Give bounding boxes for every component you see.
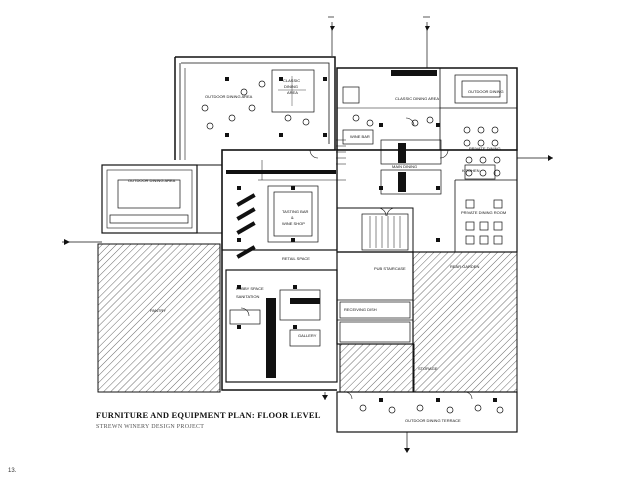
label-classic-dining: CLASSIC DINING AREA (395, 96, 439, 101)
building-outline (101, 56, 518, 433)
label-kitchen: KITCHEN (462, 168, 480, 173)
room-labels: OUTDOOR DINING AREA OUTDOOR DINING AREA … (128, 78, 506, 423)
label-cl-a: CLASSIC (283, 78, 300, 83)
drawing-subtitle: STREWN WINERY DESIGN PROJECT (96, 424, 205, 430)
label-wine-bar: WINE BAR (350, 134, 370, 139)
label-main-dining: MAIN DINING (392, 164, 417, 169)
label-outdoor-dining-right: OUTDOOR DINING (468, 89, 504, 94)
column-markers (225, 77, 497, 402)
label-lobby-space: LOBBY SPACE (236, 286, 264, 291)
doors (240, 117, 473, 400)
hatched-zone-right (412, 251, 518, 393)
label-tasting-a: TASTING BAR (282, 209, 308, 214)
label-rear-garden: REAR GARDEN (450, 264, 479, 269)
label-cl-b: DINING (284, 84, 298, 89)
label-retail-space: RETAIL SPACE (282, 256, 310, 261)
label-outdoor-dining-top: OUTDOOR DINING AREA (205, 94, 253, 99)
label-storage: STORAGE (418, 366, 438, 371)
label-outdoor-terrace: OUTDOOR DINING TERRACE (405, 418, 461, 423)
label-pub-staircase: PUB STAIRCASE (374, 266, 406, 271)
section-markers (64, 26, 553, 453)
label-tasting-b: & (291, 215, 294, 220)
label-gallery: GALLERY (298, 333, 317, 338)
label-sanitation: SANITATION (236, 294, 260, 299)
label-private-dining-right: PRIVATE DINING (469, 146, 501, 151)
label-tasting-c: WINE SHOP (282, 221, 305, 226)
page-number: 13. (8, 468, 17, 474)
label-pantry: PANTRY (150, 308, 166, 313)
furniture-bars (226, 70, 437, 378)
label-private-dining-room: PRIVATE DINING ROOM (461, 210, 506, 215)
hatched-zone-left (97, 243, 221, 393)
label-outdoor-dining-left: OUTDOOR DINING AREA (128, 178, 176, 183)
label-cl-c: AREA (287, 90, 298, 95)
drawing-title: FURNITURE AND EQUIPMENT PLAN: FLOOR LEVE… (96, 410, 321, 420)
hatched-zone-center (339, 343, 415, 393)
furniture (109, 69, 508, 414)
label-receiving-dish: RECEIVING DISH (344, 307, 377, 312)
